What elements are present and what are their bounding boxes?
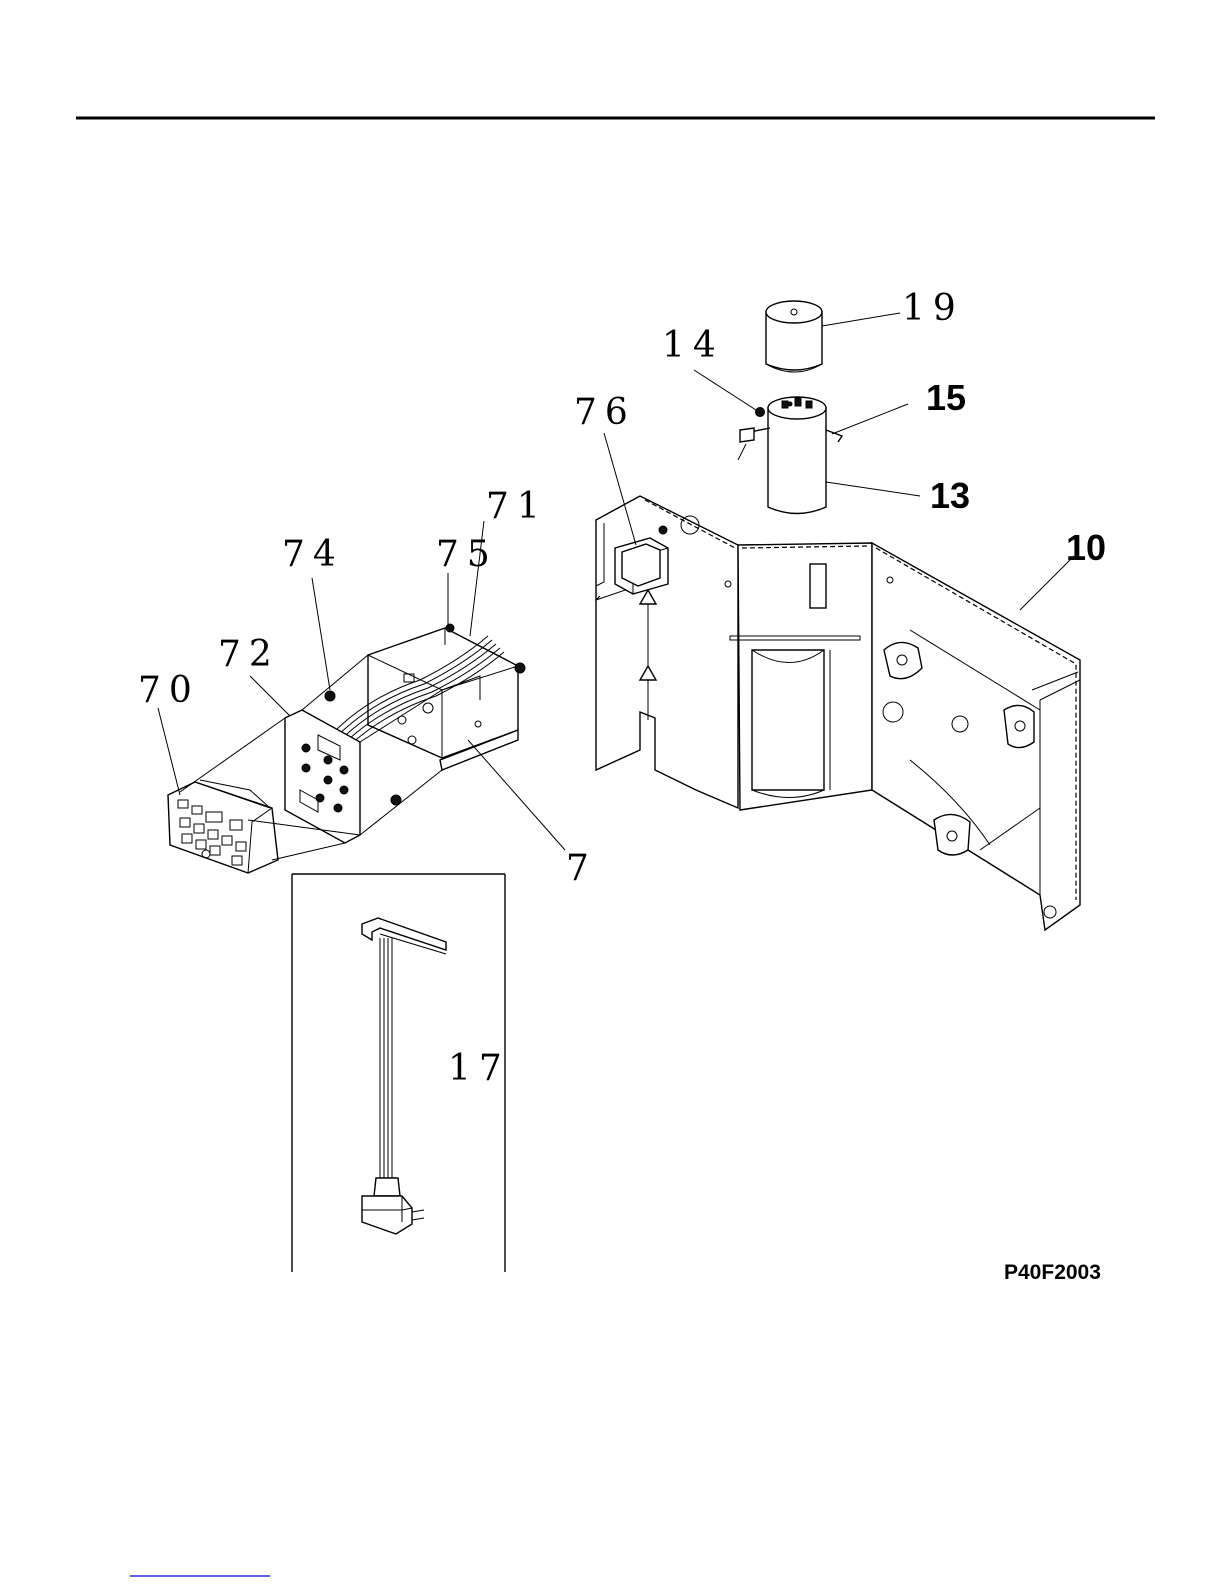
capacitor-cap [766,301,822,372]
callout-14: 14 [662,325,724,366]
callout-7: 7 [566,848,597,889]
callout-15: 15 [926,377,966,418]
callout-71: 71 [486,486,548,527]
control-panel [168,780,278,873]
power-cord [362,918,446,1234]
callout-17: 17 [448,1048,510,1089]
callout-74: 74 [282,534,344,575]
callout-19: 19 [902,288,964,329]
callout-76: 76 [574,392,636,433]
capacitor-screw [756,408,765,417]
callout-10: 10 [1066,527,1106,568]
figure-code: P40F2003 [1004,1261,1101,1284]
callout-70: 70 [138,670,200,711]
circuit-board [285,710,360,843]
callout-75: 75 [436,534,498,575]
capacitor [768,397,826,514]
callout-13: 13 [930,475,970,516]
callout-72: 72 [218,634,280,675]
